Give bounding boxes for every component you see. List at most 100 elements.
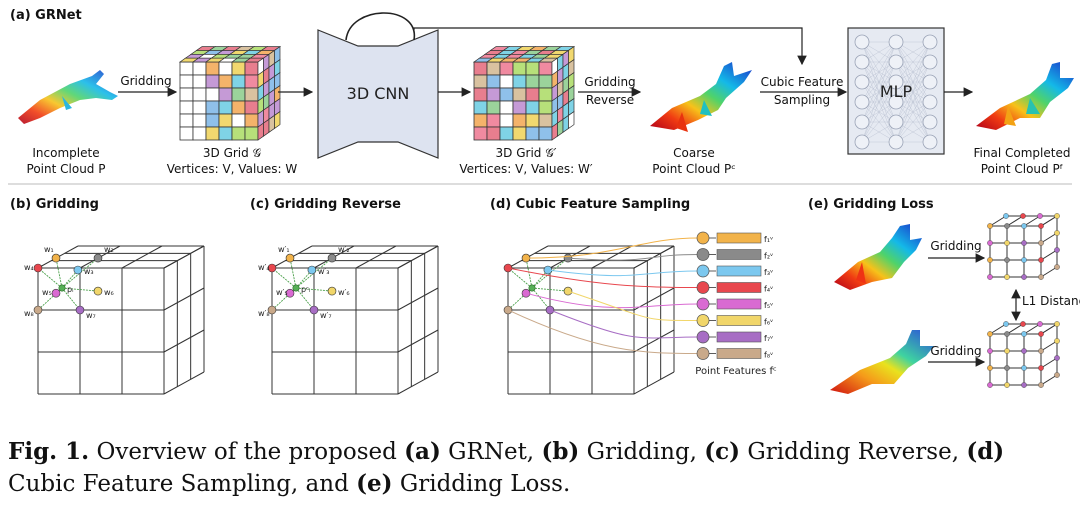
vertex-weight-label: w₈ [24, 309, 34, 318]
grid-cell [205, 126, 220, 141]
feature-node [696, 314, 710, 327]
loss-gridding-label-top: Gridding [930, 239, 981, 253]
loss-vertex [1038, 257, 1044, 263]
mlp-label: MLP [880, 82, 913, 101]
feature-label: f₁ᵛ [764, 235, 773, 244]
panel-a-title: (a) GRNet [10, 8, 82, 23]
loss-vertex [1004, 274, 1010, 280]
query-point [58, 284, 66, 292]
feature-label: f₃ᵛ [764, 268, 773, 277]
loss-vertex [1054, 264, 1060, 270]
loss-vertex [1038, 331, 1044, 337]
grid-cell [192, 61, 207, 76]
grid-cell [205, 100, 220, 115]
feature-node [696, 264, 710, 278]
loss-vertex [987, 223, 993, 229]
loss-vertex [1038, 274, 1044, 280]
grid-vertex [307, 265, 317, 275]
grid-cell [244, 113, 259, 128]
grid-cell [499, 87, 514, 102]
loss-vertex [1021, 382, 1027, 388]
feature-node [696, 347, 710, 360]
loss-vertex [1020, 321, 1026, 327]
loss-vertex [1054, 230, 1060, 236]
grid-cell [244, 61, 259, 76]
grid-cell [244, 126, 259, 141]
loss-vertex [987, 331, 993, 337]
feature-label: f₂ᵛ [764, 252, 773, 261]
grid-cell [486, 87, 501, 102]
grid-cell [525, 74, 540, 89]
grid-cell [231, 126, 246, 141]
loss-gridding-label-bottom: Gridding [930, 344, 981, 358]
vertex-weight-label: w′₂ [338, 245, 350, 254]
grid-cell [538, 126, 553, 141]
grid-cell [231, 113, 246, 128]
grid-cell [244, 87, 259, 102]
caption-text-6: Gridding Loss. [392, 471, 571, 497]
loss-vertex [1054, 247, 1060, 253]
grid-cell [486, 126, 501, 141]
grid-vertex [285, 288, 295, 298]
caption-prefix: Fig. 1. [8, 438, 90, 465]
grid-vertex [51, 288, 61, 298]
vertex-weight-label: w′₁ [278, 245, 290, 254]
loss-vertex [1004, 382, 1010, 388]
figure-caption: Fig. 1. Overview of the proposed (a) GRN… [8, 436, 1072, 500]
grid-cell [473, 113, 488, 128]
grid-cell [218, 61, 233, 76]
loss-vertex [1021, 348, 1027, 354]
loss-vertex [987, 257, 993, 263]
vertex-weight-label: w′₈ [258, 309, 270, 318]
mlp-node [922, 94, 938, 110]
grid-cell [525, 87, 540, 102]
loss-vertex [1004, 240, 1010, 246]
grid-cell [538, 113, 553, 128]
grid1-label-1: 3D Grid 𝒢 [203, 146, 262, 160]
gridding-arrow-label: Gridding [120, 74, 171, 88]
grid-cell [486, 100, 501, 115]
loss-vertex [1021, 365, 1027, 371]
mlp-node [922, 54, 938, 70]
grid-vertex [327, 253, 337, 263]
mlp-node [854, 34, 870, 50]
grid-cell [205, 61, 220, 76]
grid-vertex [33, 305, 43, 315]
mlp-node [922, 34, 938, 50]
mlp-node [854, 134, 870, 150]
point-features-label: Point Features fᶜ [695, 366, 777, 377]
loss-vertex [987, 382, 993, 388]
grid-cell [192, 87, 207, 102]
skip-connection-arrow [413, 27, 807, 66]
coarse-point-cloud [650, 62, 752, 132]
grid-cell [525, 100, 540, 115]
sampling-vertices [503, 253, 573, 315]
sampling-wire-cube [507, 245, 675, 395]
grid-cell [179, 126, 194, 141]
grid-cell [538, 100, 553, 115]
grid2-label-2: Vertices: V, Values: W′ [459, 162, 592, 176]
vertex-weight-label: w₇ [86, 311, 96, 320]
grid-cell [512, 100, 527, 115]
caption-b: (b) [541, 438, 580, 465]
vertex-weight-label: w′₇ [320, 311, 332, 320]
grid-cell [512, 113, 527, 128]
grid-cell [218, 87, 233, 102]
loss-vertex [1021, 274, 1027, 280]
loss-vertex [987, 274, 993, 280]
grid-vertex [93, 286, 103, 296]
mlp-node [888, 94, 904, 110]
grid-cell [192, 100, 207, 115]
grid-cell [525, 126, 540, 141]
mlp-node [888, 114, 904, 130]
feature-node [696, 248, 710, 261]
loss-vertex [1054, 338, 1060, 344]
grid-cell [244, 100, 259, 115]
loss-vertex [1021, 223, 1027, 229]
grid-cell [179, 113, 194, 128]
grid-cell [486, 61, 501, 76]
loss-vertex [1038, 240, 1044, 246]
grid-cell [512, 126, 527, 141]
